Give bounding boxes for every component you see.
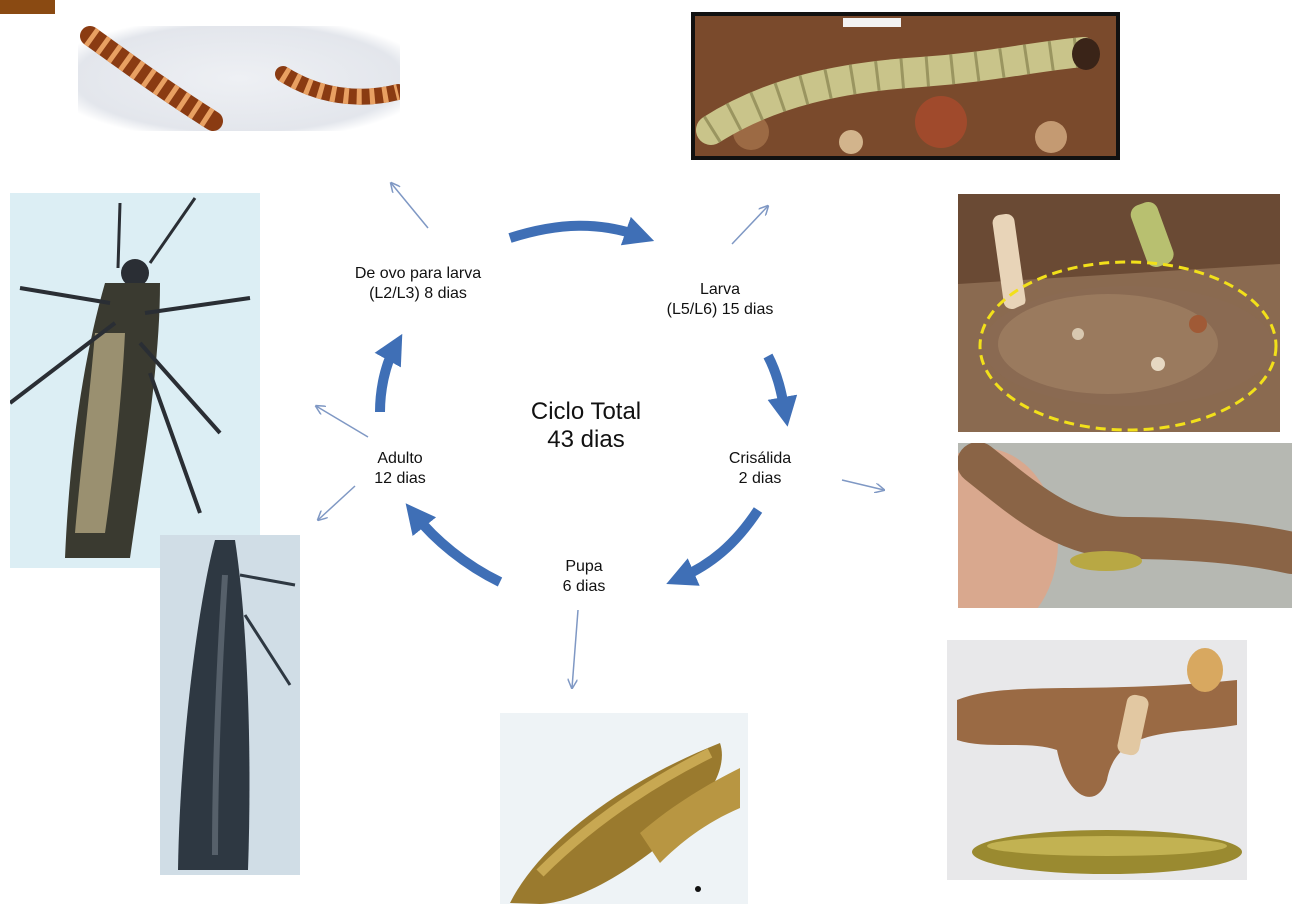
pointer-arrow-adult-upper xyxy=(316,406,368,437)
pointer-arrow-early-larvae xyxy=(391,183,428,228)
pointer-arrow-pupa xyxy=(572,610,578,688)
total-cycle-title: Ciclo Total xyxy=(486,398,686,426)
total-cycle-label: Ciclo Total 43 dias xyxy=(486,398,686,454)
pointer-arrow-adult-lower xyxy=(318,486,355,520)
pupa-title: Pupa xyxy=(524,557,644,577)
adult-duration: 12 dias xyxy=(350,469,450,489)
cycle-arrow-larva-to-chrysalis xyxy=(768,356,785,412)
pointer-arrow-chrysalis xyxy=(842,480,884,490)
cycle-arrow-pupa-to-adult xyxy=(415,515,500,582)
total-cycle-duration: 43 dias xyxy=(486,426,686,454)
larva-label: Larva (L5/L6) 15 dias xyxy=(620,280,820,320)
cycle-arrow-adult-to-egg xyxy=(380,347,395,412)
pointer-arrow-late-larva xyxy=(732,206,768,244)
cycle-arrow-egg-to-larva xyxy=(510,226,640,238)
adult-label: Adulto 12 dias xyxy=(350,449,450,489)
egg-to-larva-label: De ovo para larva (L2/L3) 8 dias xyxy=(318,264,518,304)
pupa-label: Pupa 6 dias xyxy=(524,557,644,597)
egg-to-larva-duration: (L2/L3) 8 dias xyxy=(318,284,518,304)
larva-title: Larva xyxy=(620,280,820,300)
larva-duration: (L5/L6) 15 dias xyxy=(620,300,820,320)
chrysalis-title: Crisálida xyxy=(690,449,830,469)
egg-to-larva-title: De ovo para larva xyxy=(318,264,518,284)
chrysalis-label: Crisálida 2 dias xyxy=(690,449,830,489)
pupa-duration: 6 dias xyxy=(524,577,644,597)
cycle-arrow-chrysalis-to-pupa xyxy=(680,510,758,578)
adult-title: Adulto xyxy=(350,449,450,469)
chrysalis-duration: 2 dias xyxy=(690,469,830,489)
